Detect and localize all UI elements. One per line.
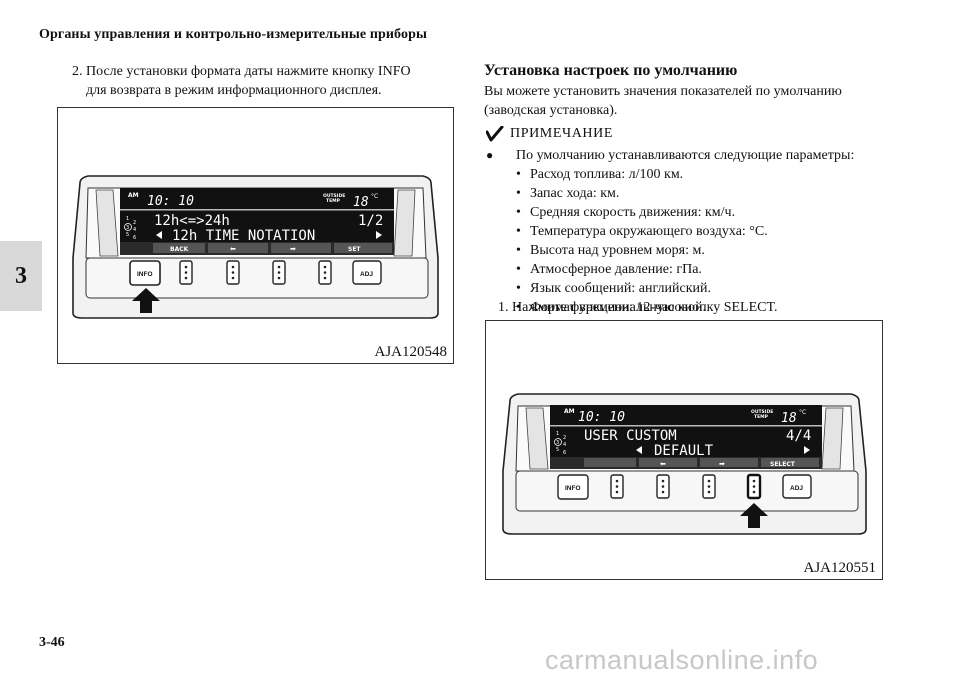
lcd-temp-2: 18 <box>781 411 797 426</box>
list-item: Высота над уровнем моря: м. <box>516 241 768 260</box>
list-item: Атмосферное давление: гПа. <box>516 260 768 279</box>
pointer-arrow-icon-1 <box>132 288 160 313</box>
lcd-gear-1-2: 2 <box>133 220 136 226</box>
page-header-title: Органы управления и контрольно-измерител… <box>39 27 427 42</box>
step-1-text: Нажмите функциональную кнопку SELECT. <box>512 300 778 315</box>
figure-aja120548: AM 10: 10 OUTSIDE TEMP 18 °C 1 2 3 4 5 6… <box>57 107 454 364</box>
lcd-outside-label-1: OUTSIDE <box>323 193 345 199</box>
lcd-line1-1: 12h<=>24h <box>154 213 230 229</box>
step-2: 2. После установки формата даты нажмите … <box>72 62 472 100</box>
list-item: Средняя скорость движения: км/ч. <box>516 203 768 222</box>
figure-aja120551: AM 10: 10 OUTSIDE TEMP 18 °C 1 2 3 4 5 6… <box>485 320 883 580</box>
note-label: ПРИМЕЧАНИЕ <box>510 126 613 141</box>
note-check-icon <box>486 126 504 142</box>
info-button-label-1: INFO <box>137 271 153 278</box>
section-intro: Вы можете установить значения показателе… <box>484 82 884 120</box>
bullet-dot-icon: ● <box>486 148 494 162</box>
lcd-nav-arrow-left-2: ⬅ <box>660 460 666 468</box>
lcd-gear-2-4: 4 <box>563 442 566 448</box>
list-item: Запас хода: км. <box>516 184 768 203</box>
lcd-unit-1: °C <box>371 193 378 200</box>
lcd-temp-1: 18 <box>353 195 369 210</box>
figure-label-2: AJA120551 <box>803 560 876 576</box>
note-text: По умолчанию устанавливаются следующие п… <box>516 148 855 163</box>
info-button-1[interactable] <box>129 260 161 286</box>
step-2-line1: После установки формата даты нажмите кно… <box>86 64 411 79</box>
list-item: Формат времени: 12-часовой. <box>516 298 768 317</box>
defaults-list: Расход топлива: л/100 км. Запас хода: км… <box>516 165 768 317</box>
lcd-time-2: 10: 10 <box>578 410 625 425</box>
section-intro-line1: Вы можете установить значения показателе… <box>484 84 842 99</box>
adj-button-1[interactable] <box>352 260 382 285</box>
note-bullet: ● По умолчанию устанавливаются следующие… <box>486 146 854 165</box>
page-number: 3-46 <box>39 635 65 650</box>
lcd-nav-arrow-right-1: ➡ <box>290 245 296 253</box>
lcd-am-2: AM <box>564 408 575 415</box>
watermark: carmanualsonline.info <box>545 645 819 675</box>
lcd-left-arrow-1 <box>156 231 162 239</box>
lcd-outside-label-2: OUTSIDE <box>751 409 773 415</box>
step-1: 1. Нажмите функциональную кнопку SELECT. <box>498 298 898 317</box>
list-item: Язык сообщений: английский. <box>516 279 768 298</box>
step-2-number: 2. <box>72 64 83 79</box>
lcd-set-1: SET <box>348 246 361 253</box>
figure-label-1: AJA120548 <box>374 344 447 360</box>
info-button-label-2: INFO <box>565 485 581 492</box>
adj-button-2[interactable] <box>782 474 812 499</box>
lcd-gear-2-3: 3 <box>556 440 559 446</box>
lcd-temp-label-1: TEMP <box>326 198 341 204</box>
adj-button-label-1: ADJ <box>360 271 373 278</box>
chapter-tab: 3 <box>0 241 42 311</box>
list-item: Температура окружающего воздуха: °С. <box>516 222 768 241</box>
lcd-line2-1: 12h TIME NOTATION <box>172 228 315 244</box>
display-panel-illustration-2: AM 10: 10 OUTSIDE TEMP 18 °C 1 2 3 4 5 6… <box>502 393 867 535</box>
lcd-gear-1-6: 6 <box>133 235 136 241</box>
lcd-back-1: BACK <box>170 246 189 253</box>
lcd-nav-arrow-left-1: ⬅ <box>230 245 236 253</box>
section-title: Установка настроек по умолчанию <box>484 62 738 79</box>
display-panel-illustration-1: AM 10: 10 OUTSIDE TEMP 18 °C 1 2 3 4 5 6… <box>72 175 439 319</box>
lcd-gear-2-5: 5 <box>556 447 559 453</box>
lcd-right-arrow-1 <box>376 231 382 239</box>
lcd-am-1: AM <box>128 192 139 199</box>
info-button-2[interactable] <box>557 474 589 500</box>
lcd-select-2: SELECT <box>770 461 796 468</box>
lcd-right-arrow-2 <box>804 446 810 454</box>
adj-button-label-2: ADJ <box>790 485 803 492</box>
lcd-line2-2: DEFAULT <box>654 443 714 459</box>
note-heading: ПРИМЕЧАНИЕ <box>486 126 613 142</box>
list-item: Расход топлива: л/100 км. <box>516 165 768 184</box>
lcd-unit-2: °C <box>799 409 806 416</box>
lcd-page-2: 4/4 <box>786 428 811 444</box>
lcd-gear-1-5: 5 <box>126 232 129 238</box>
lcd-nav-arrow-right-2: ➡ <box>719 460 725 468</box>
lcd-gear-1-4: 4 <box>133 227 136 233</box>
lcd-time-1: 10: 10 <box>147 194 194 209</box>
lcd-gear-1-1: 1 <box>126 216 129 222</box>
lcd-gear-2-1: 1 <box>556 431 559 437</box>
lcd-gear-2-2: 2 <box>563 435 566 441</box>
pointer-arrow-icon-2 <box>740 503 768 528</box>
lcd-temp-label-2: TEMP <box>754 414 769 420</box>
lcd-page-1: 1/2 <box>358 213 383 229</box>
lcd-left-arrow-2 <box>636 446 642 454</box>
step-1-number: 1. <box>498 300 509 315</box>
lcd-gear-1-3: 3 <box>126 225 129 231</box>
lcd-line1-2: USER CUSTOM <box>584 428 677 444</box>
step-2-line2: для возврата в режим информационного дис… <box>86 83 382 98</box>
section-intro-line2: (заводская установка). <box>484 103 618 118</box>
lcd-gear-2-6: 6 <box>563 450 566 456</box>
